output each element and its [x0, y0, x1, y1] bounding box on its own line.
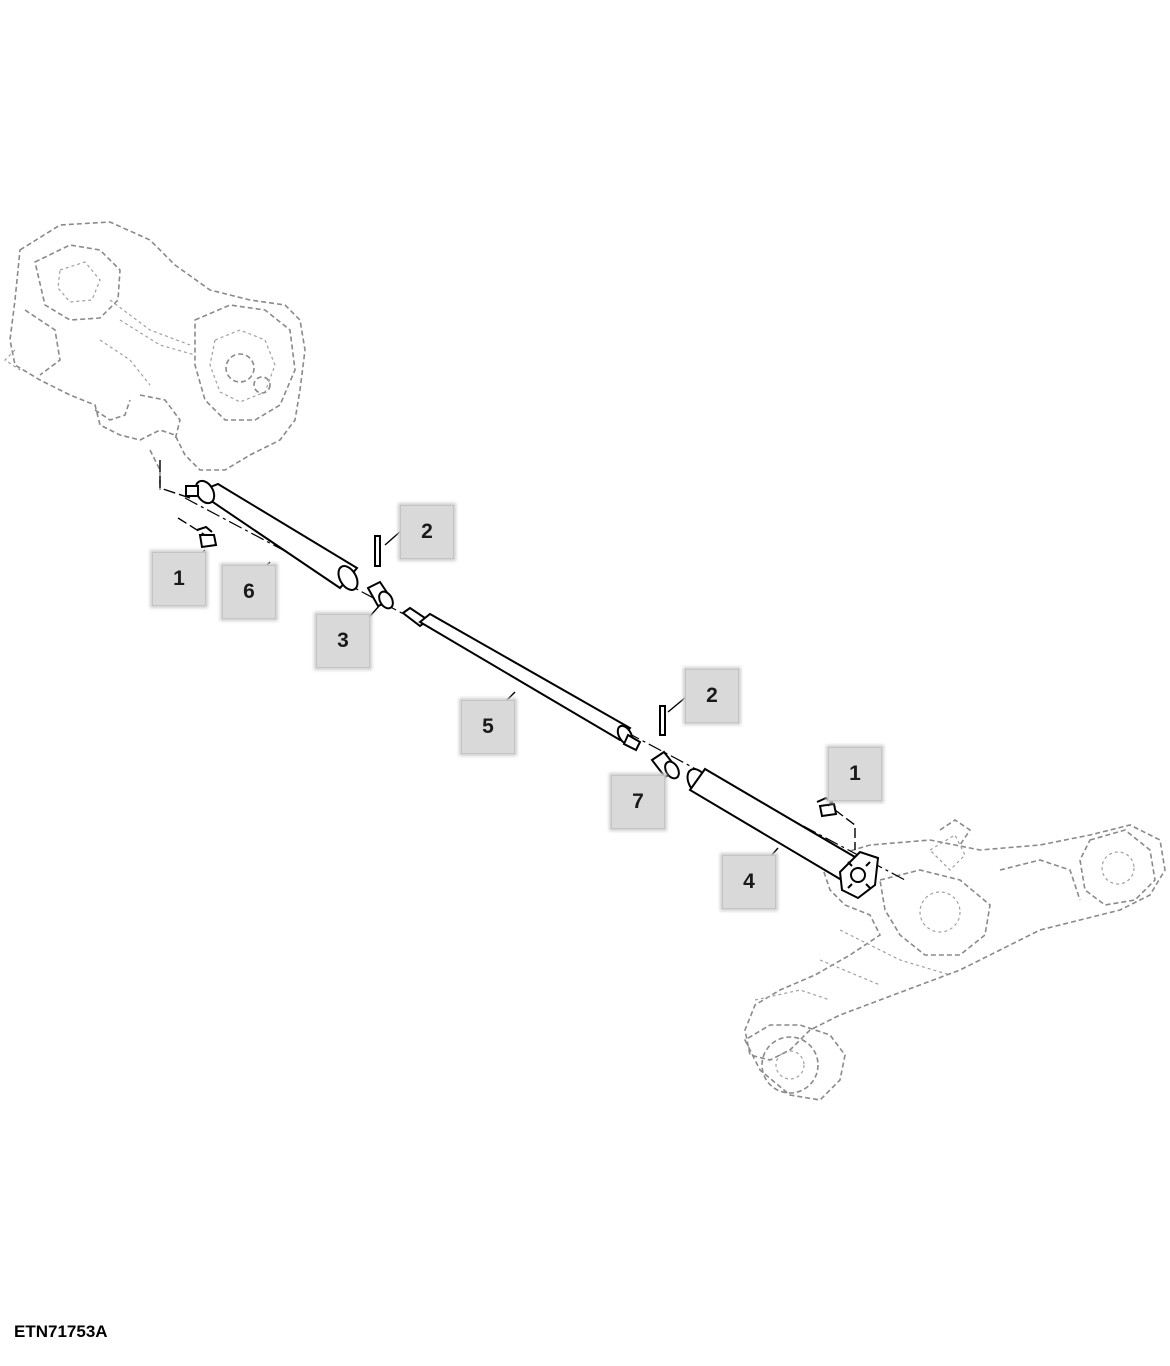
callout-6-rear-tube: 6 [222, 565, 276, 619]
figure-id-label: ETN71753A [14, 1322, 108, 1341]
leader-2a [384, 529, 403, 546]
part-1-left-bolt [196, 525, 218, 549]
transmission-connect-line [159, 460, 191, 499]
callout-4-front-tube: 4 [722, 855, 776, 909]
part-1-right-bolt [816, 796, 838, 818]
callout-3-coupling-sleeve: 3 [316, 614, 370, 668]
callout-2-lower-pin: 2 [685, 669, 739, 723]
bolt-left-guide-line [177, 517, 206, 536]
part-5-center-shaft [401, 606, 642, 752]
part-2-upper-pin [374, 535, 381, 567]
callout-2-upper-pin: 2 [400, 505, 454, 559]
part-3-coupling-sleeve [366, 580, 394, 610]
callout-1-left-bolt: 1 [152, 552, 206, 606]
part-2-lower-pin [659, 705, 666, 736]
front-axle-ghost-outline [743, 819, 1166, 1101]
callout-7-coupling-sleeve: 7 [611, 775, 665, 829]
bolt-right-guide-line [834, 809, 856, 850]
part-6-rear-shaft-tube [185, 479, 359, 591]
callout-1-right-bolt: 1 [828, 747, 882, 801]
leader-2b [667, 696, 687, 713]
transmission-ghost-outline [4, 221, 306, 490]
callout-5-center-shaft: 5 [461, 700, 515, 754]
part-4-front-shaft-tube [686, 767, 880, 900]
part-7-coupling-sleeve [650, 750, 680, 780]
